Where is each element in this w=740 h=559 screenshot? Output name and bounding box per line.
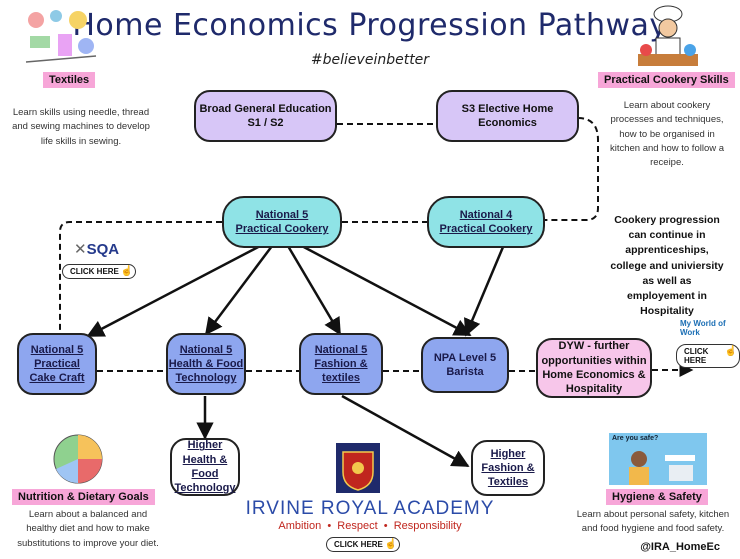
progression-note: Cookery progression can continue in appr… [610, 214, 724, 318]
textiles-label: Textiles [43, 72, 96, 88]
sqa-logo: ✕SQA [74, 241, 120, 258]
my-world-of-work-logo: My World of Work [680, 319, 726, 337]
hygiene-image: Are you safe? [609, 433, 707, 485]
hand-washing-icon [629, 451, 695, 485]
hygiene-label: Hygiene & Safety [606, 489, 708, 505]
pointer-hand-icon: ☝ [384, 539, 397, 550]
hygiene-description: Learn about personal safety, kitchen and… [576, 509, 730, 535]
chef-icon [638, 5, 698, 66]
school-click-here-button[interactable]: CLICK HERE☝ [326, 537, 400, 552]
arrow-n5cook-fashion [286, 245, 342, 336]
cookery-description: Learn about cookery processes and techni… [609, 100, 725, 168]
sqa-click-here-button[interactable]: CLICK HERE☝ [62, 264, 136, 279]
arrow-n4-npa [464, 246, 505, 337]
arrow-n5cook-cake [86, 243, 263, 338]
sewing-supplies-icon [25, 10, 97, 63]
nutrition-label: Nutrition & Dietary Goals [12, 489, 155, 505]
arrow-n5cook-npa [299, 243, 472, 337]
dashed-link-s3-n4 [545, 117, 599, 221]
dashed-link-n5cook-cake [59, 221, 222, 333]
textiles-description: Learn skills using needle, thread and se… [12, 107, 150, 147]
cookery-label: Practical Cookery Skills [598, 72, 735, 88]
school-motto: Ambition • Respect • Responsibility [278, 520, 462, 532]
page-title: Home Economics Progression Pathway [72, 8, 668, 43]
arrow-fashion-higher [341, 394, 470, 468]
nutrition-description: Learn about a balanced and healthy diet … [17, 509, 159, 549]
eatwell-plate-icon [53, 434, 103, 484]
hygiene-sign-text: Are you safe? [612, 435, 659, 442]
pointer-hand-icon: ☝ [724, 346, 737, 357]
school-crest-icon [336, 443, 380, 493]
arrow-n5cook-health [204, 245, 273, 336]
twitter-handle: @IRA_HomeEc [640, 541, 720, 553]
pointer-hand-icon: ☝ [120, 266, 133, 277]
hashtag: #believeinbetter [310, 52, 430, 68]
school-name: IRVINE ROYAL ACADEMY [245, 498, 495, 519]
myworld-click-here-button[interactable]: CLICK HERE☝ [676, 344, 740, 368]
